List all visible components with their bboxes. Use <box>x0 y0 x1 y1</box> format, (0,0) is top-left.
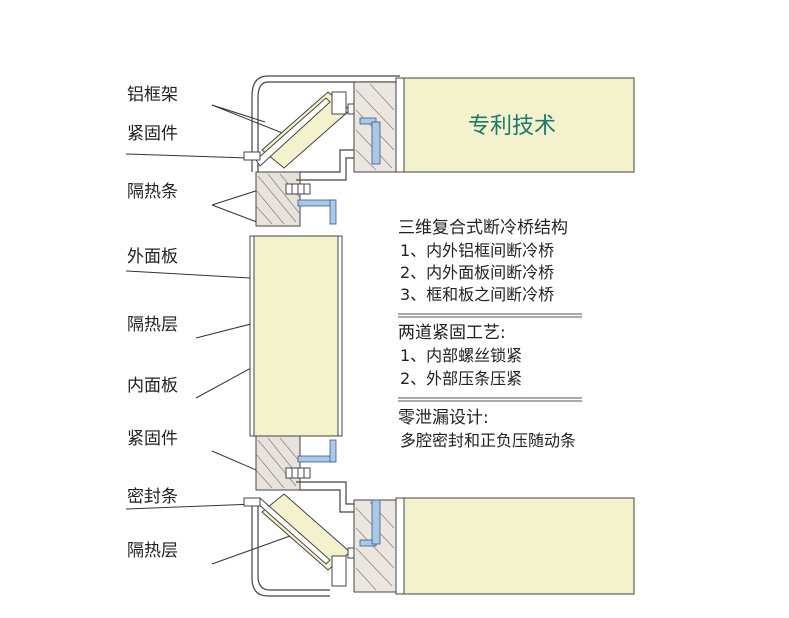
info-fastening-title: 两道紧固工艺: <box>398 323 506 343</box>
info-structure-item: 2、内外面板间断冷桥 <box>400 263 554 282</box>
info-structure-item: 1、内外铝框间断冷桥 <box>400 241 554 260</box>
info-block-structure: 三维复合式断冷桥结构 1、内外铝框间断冷桥 2、内外面板间断冷桥 3、框和板之间… <box>398 218 582 318</box>
label-insulation-bottom: 隔热层 <box>127 541 178 561</box>
info-block-fastening: 两道紧固工艺: 1、内部螺丝锁紧 2、外部压条压紧 <box>398 323 582 402</box>
label-inner-panel: 内面板 <box>127 376 178 396</box>
panel-body <box>249 235 343 437</box>
top-wall-panel <box>395 77 635 173</box>
info-leakage-title: 零泄漏设计: <box>398 408 489 428</box>
info-structure-item: 3、框和板之间断冷桥 <box>400 285 554 304</box>
info-block-leakage: 零泄漏设计: 多腔密封和正负压随动条 <box>398 408 576 450</box>
info-fastening-item: 2、外部压条压紧 <box>400 369 522 388</box>
info-leakage-item: 多腔密封和正负压随动条 <box>400 431 576 450</box>
patent-badge: 专利技术 <box>468 114 556 139</box>
label-thermal-strip: 隔热条 <box>127 182 178 202</box>
label-fastener-bottom: 紧固件 <box>127 429 178 449</box>
label-seal-strip: 密封条 <box>127 487 178 507</box>
label-insulation-mid: 隔热层 <box>127 315 178 335</box>
label-outer-panel: 外面板 <box>127 247 178 267</box>
label-aluminum-frame: 铝框架 <box>127 85 178 105</box>
side-labels: 铝框架 紧固件 隔热条 外面板 隔热层 内面板 紧固件 密封条 隔热层 <box>127 85 178 561</box>
insulation-core <box>253 235 339 437</box>
info-structure-title: 三维复合式断冷桥结构 <box>398 218 568 238</box>
info-fastening-item: 1、内部螺丝锁紧 <box>400 346 522 365</box>
top-joint <box>243 81 400 227</box>
outer-frame <box>251 75 400 597</box>
bottom-joint <box>243 435 400 593</box>
bottom-wall-panel <box>395 497 635 595</box>
label-fastener-top: 紧固件 <box>127 124 178 144</box>
